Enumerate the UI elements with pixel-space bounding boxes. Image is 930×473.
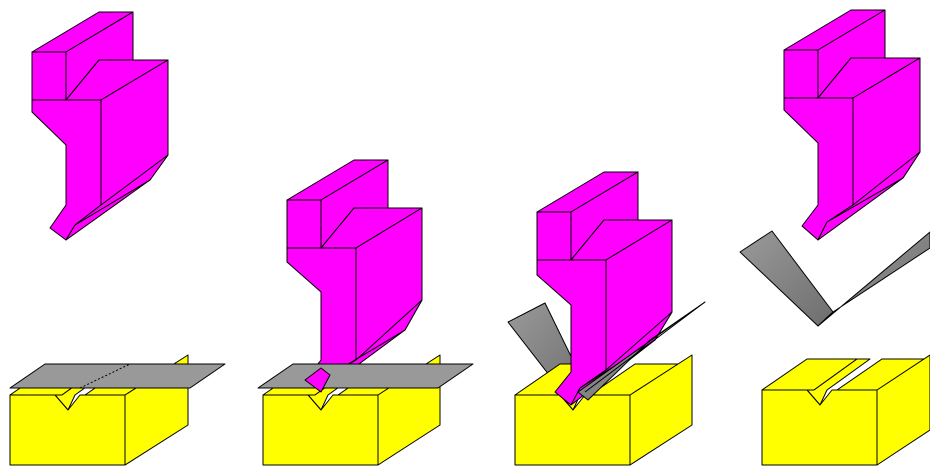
stage-3 bbox=[508, 172, 705, 465]
die-block bbox=[762, 355, 930, 465]
punch-front-upper bbox=[537, 212, 571, 260]
punch-tool bbox=[32, 12, 168, 240]
sheet-metal-flat bbox=[10, 364, 225, 388]
punch-tool bbox=[784, 10, 920, 240]
punch-front-upper bbox=[32, 52, 66, 100]
sheet-metal-flat bbox=[258, 364, 473, 388]
punch-front-upper bbox=[287, 200, 321, 248]
punch-front-upper bbox=[784, 50, 818, 98]
stage-4 bbox=[740, 10, 930, 465]
sheet-metal-v-left bbox=[740, 231, 833, 326]
stage-2 bbox=[258, 160, 473, 465]
sheet-metal-v-right bbox=[818, 232, 930, 326]
punch-tool bbox=[287, 160, 422, 392]
stage-1 bbox=[10, 12, 225, 465]
